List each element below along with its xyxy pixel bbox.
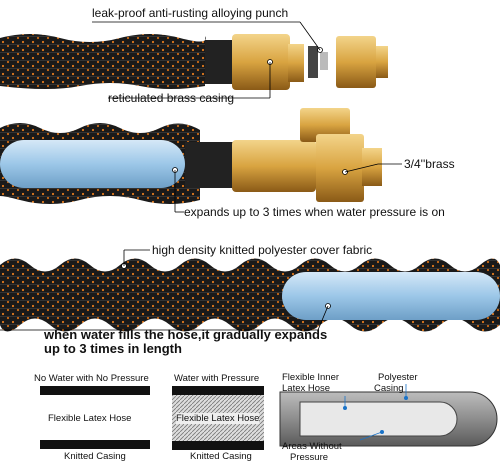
label-fills-line2: up to 3 times in length <box>44 341 182 356</box>
areas-label-2: Pressure <box>290 452 329 463</box>
no-water-title: No Water with No Pressure <box>34 373 149 384</box>
no-water-hose-label: Flexible Latex Hose <box>48 413 132 424</box>
pressure-casing-label: Knitted Casing <box>190 451 252 462</box>
pressure-title: Water with Pressure <box>174 373 260 384</box>
diagram-no-water <box>40 386 150 449</box>
inner-hose-label-1: Flexible Inner <box>282 372 340 383</box>
polyester-label-2: Casing <box>374 383 404 394</box>
areas-label-1: Areas Without <box>282 441 342 452</box>
polyester-label-1: Polyester <box>378 372 418 383</box>
hose-section-1 <box>0 21 388 99</box>
label-punch: leak-proof anti-rusting alloying punch <box>92 6 289 20</box>
label-fills-line1: when water fills the hose,it gradually e… <box>44 327 328 342</box>
pressure-hose-label: Flexible Latex Hose <box>176 413 260 424</box>
label-expands: expands up to 3 times when water pressur… <box>184 205 445 219</box>
diagram-cross-section <box>279 376 498 447</box>
hose-section-3 <box>0 249 500 332</box>
inner-hose-label-2: Latex Hose <box>282 383 331 394</box>
label-casing: reticulated brass casing <box>108 91 235 105</box>
no-water-casing-label: Knitted Casing <box>64 451 126 462</box>
label-fabric: high density knitted polyester cover fab… <box>152 243 373 257</box>
label-brass: 3/4''brass <box>404 157 455 171</box>
hose-section-2 <box>0 108 402 213</box>
